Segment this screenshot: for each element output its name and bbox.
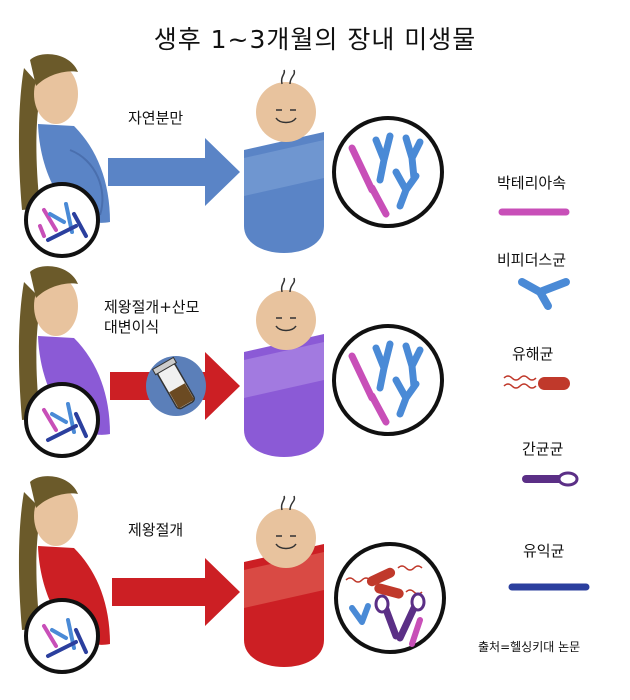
source-credit: 출처=헬싱키대 논문 [478,640,581,654]
legend-label-beneficial: 유익균 [523,542,565,560]
row2-baby [244,277,444,457]
harmful-bacteria-flagella-icon [503,375,570,390]
row3-arrow [112,558,240,626]
row2-mother [18,266,110,458]
row3-label: 제왕절개 [128,521,184,539]
row1-label: 자연분만 [128,109,184,127]
row1-baby [244,69,444,253]
row1-arrow [108,138,240,206]
row1-mother [18,54,110,258]
page-title: 생후 1~3개월의 장내 미생물 [153,25,477,54]
bacillus-ring-icon [522,471,579,487]
fecal-transplant-icon [146,356,206,416]
row3-baby [244,495,446,667]
row2-label: 제왕절개+산모 대변이식 [104,298,200,336]
bifidobacterium-y-icon [518,278,570,310]
legend-label-bacillus: 간균균 [522,440,564,458]
legend-label-harmful: 유해균 [512,345,554,363]
row3-baby-microbe-circle [334,542,446,654]
legend-label-bifidobacterium: 비피더스균 [497,251,567,269]
legend-label-bacteroides: 박테리아속 [497,174,567,192]
row3-mother [18,476,110,674]
